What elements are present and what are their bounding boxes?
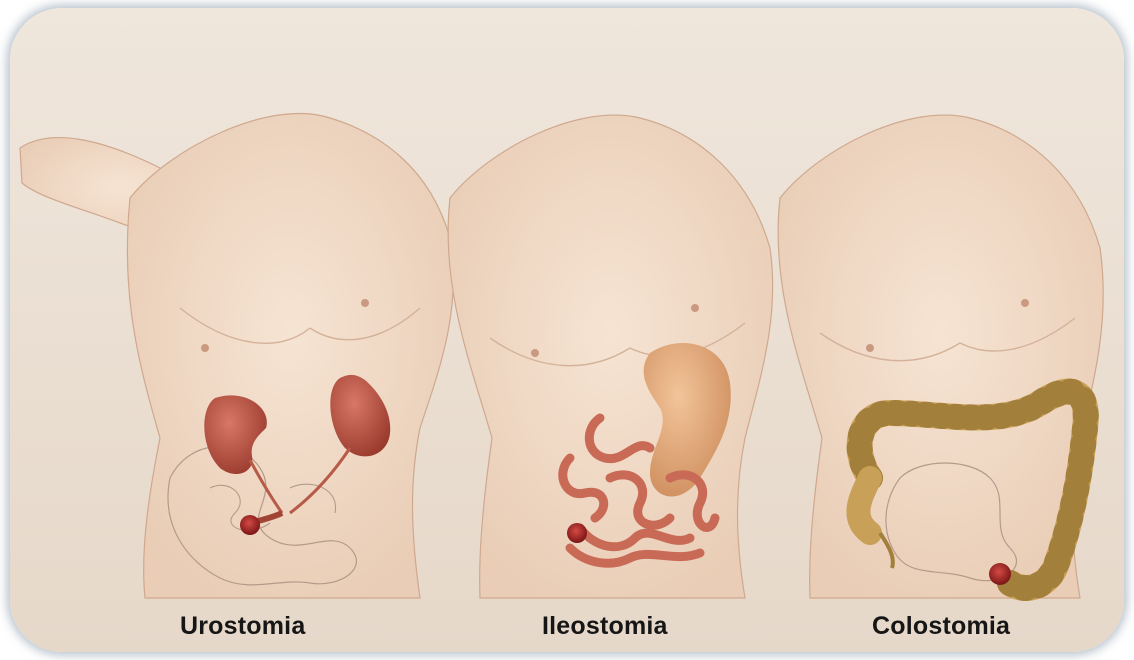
caption-urostomia: Urostomia [180, 612, 305, 641]
stoma-icon [240, 515, 260, 535]
caption-colostomia: Colostomia [872, 612, 1010, 641]
panel-ileostomia [448, 115, 773, 598]
stoma-icon [567, 523, 587, 543]
anatomy-illustration [10, 8, 1124, 652]
panel-colostomia [778, 115, 1103, 598]
caption-ileostomia: Ileostomia [542, 612, 668, 641]
figure-frame: Urostomia Ileostomia Colostomia [10, 8, 1124, 652]
stoma-icon [989, 563, 1011, 585]
